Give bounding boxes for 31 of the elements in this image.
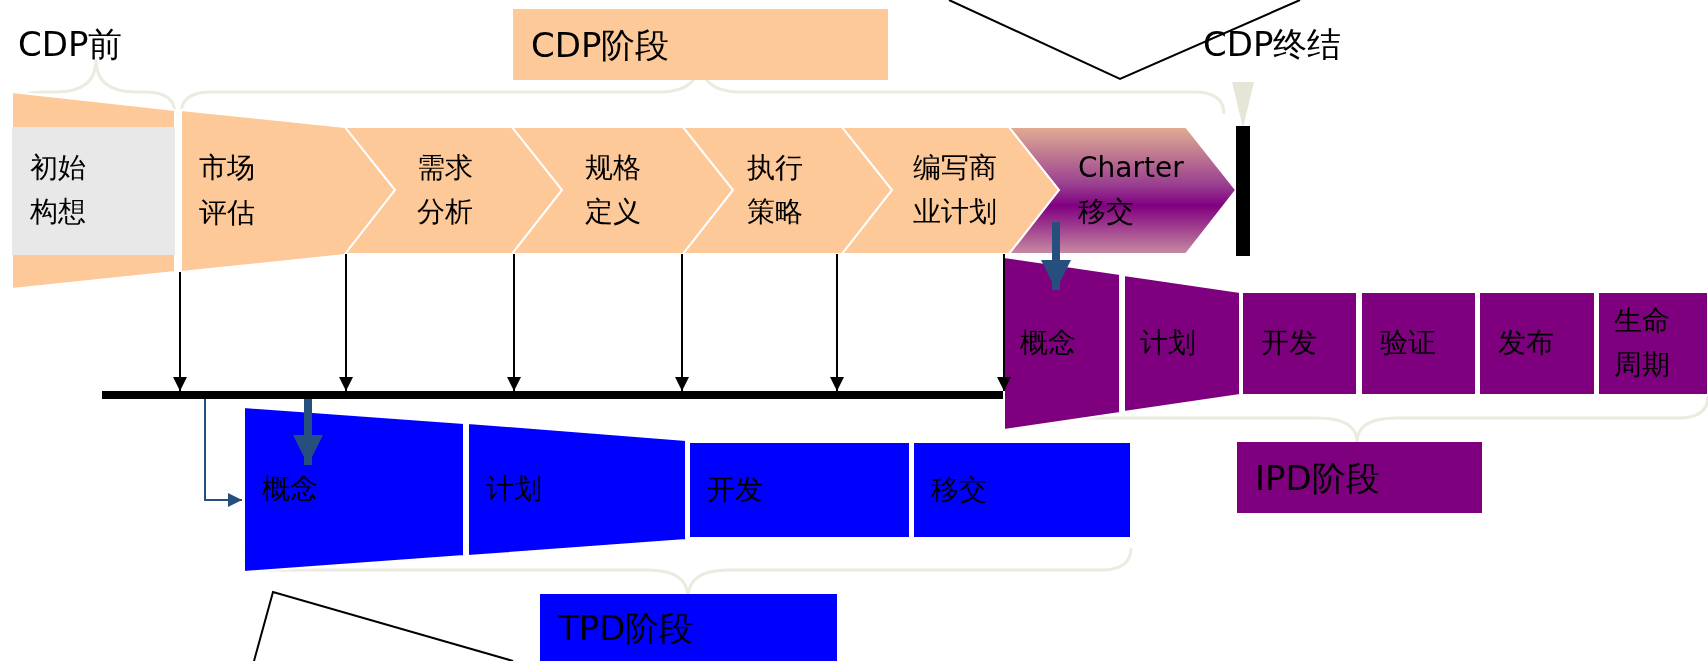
stage-marker-label: CDP前: [18, 23, 123, 66]
arrow: [1041, 222, 1071, 290]
stage-label: 验证: [1380, 325, 1436, 361]
stage-label: 计划: [1140, 325, 1196, 361]
arrow: [204, 398, 243, 507]
arrow: [997, 253, 1011, 392]
phase-title: CDP阶段: [531, 23, 670, 67]
stage-label: 计划: [486, 471, 542, 507]
stage-marker-label: CDP终结: [1203, 23, 1342, 66]
stage-label: 概念: [1020, 325, 1076, 361]
stage-label: 概念: [262, 471, 318, 507]
stage-label: 移交: [931, 471, 987, 508]
stage-label: 开发: [707, 471, 763, 508]
arrow: [293, 399, 323, 465]
stage-label: Charter 移交: [1078, 149, 1185, 231]
phase-title: TPD阶段: [558, 606, 694, 650]
stage-label: 生命周期: [1614, 302, 1670, 384]
arrow: [507, 253, 521, 392]
arrow: [675, 253, 689, 392]
stage-label: 发布: [1498, 325, 1554, 361]
phase-title: IPD阶段: [1255, 456, 1380, 500]
stage-label: 需求分析: [417, 149, 473, 231]
arrow: [830, 253, 844, 392]
stage-label: 开发: [1261, 325, 1317, 361]
stage-label: 市场评估: [199, 150, 255, 231]
stage-label: 编写商业计划: [913, 149, 997, 231]
arrow: [173, 271, 187, 392]
stage-label: 执行策略: [747, 149, 803, 231]
stage-label: 规格定义: [585, 149, 641, 231]
stage-label: 初始构想: [30, 149, 86, 231]
arrow: [339, 253, 353, 392]
